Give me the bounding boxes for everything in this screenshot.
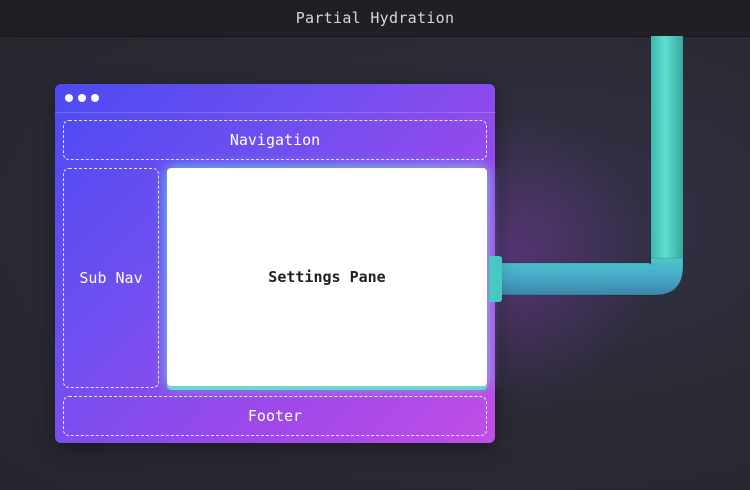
window-dot-icon bbox=[65, 94, 73, 102]
window-dot-icon bbox=[91, 94, 99, 102]
pipe-vertical-segment bbox=[651, 36, 683, 266]
subnav-label: Sub Nav bbox=[79, 269, 143, 287]
footer-region: Footer bbox=[63, 396, 487, 436]
window-title-bar bbox=[55, 84, 495, 113]
pipe-connector bbox=[489, 256, 502, 302]
settings-pane-label: Settings Pane bbox=[268, 268, 386, 286]
navigation-label: Navigation bbox=[229, 131, 321, 149]
settings-pane: Settings Pane bbox=[167, 168, 487, 386]
title-bar: Partial Hydration bbox=[0, 0, 750, 37]
navigation-region: Navigation bbox=[63, 120, 487, 160]
window-dot-icon bbox=[78, 94, 86, 102]
pipe-elbow-segment bbox=[500, 258, 683, 295]
subnav-region: Sub Nav bbox=[63, 168, 159, 388]
page-title: Partial Hydration bbox=[295, 9, 455, 27]
footer-label: Footer bbox=[247, 407, 303, 425]
